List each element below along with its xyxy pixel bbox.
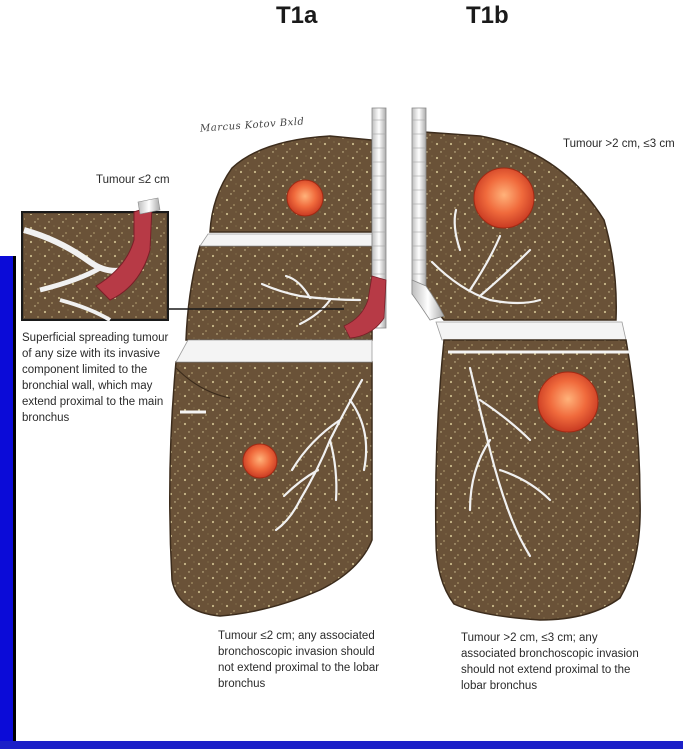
label-tumour-right: Tumour >2 cm, ≤3 cm [563,136,681,152]
left-upper-lobe [210,136,372,232]
left-lung [170,108,386,616]
tumour-right-lower [538,372,598,432]
tumour-left-lower [243,444,277,478]
inset-bronchus-detail [22,198,168,320]
label-tumour-left: Tumour ≤2 cm [96,172,170,188]
right-lower-lobe [436,340,641,620]
label-t1a-description: Tumour ≤2 cm; any associated bronchoscop… [218,628,393,692]
label-t1b-description: Tumour >2 cm, ≤3 cm; any associated bron… [461,630,651,694]
tumour-left-upper [287,180,323,216]
right-main-bronchus [412,108,426,294]
label-superficial-tumour: Superficial spreading tumour of any size… [22,330,172,426]
right-upper-lobe [424,132,616,320]
tumour-right-upper [474,168,534,228]
right-lung [412,108,640,620]
left-lower-lobe [170,362,372,616]
